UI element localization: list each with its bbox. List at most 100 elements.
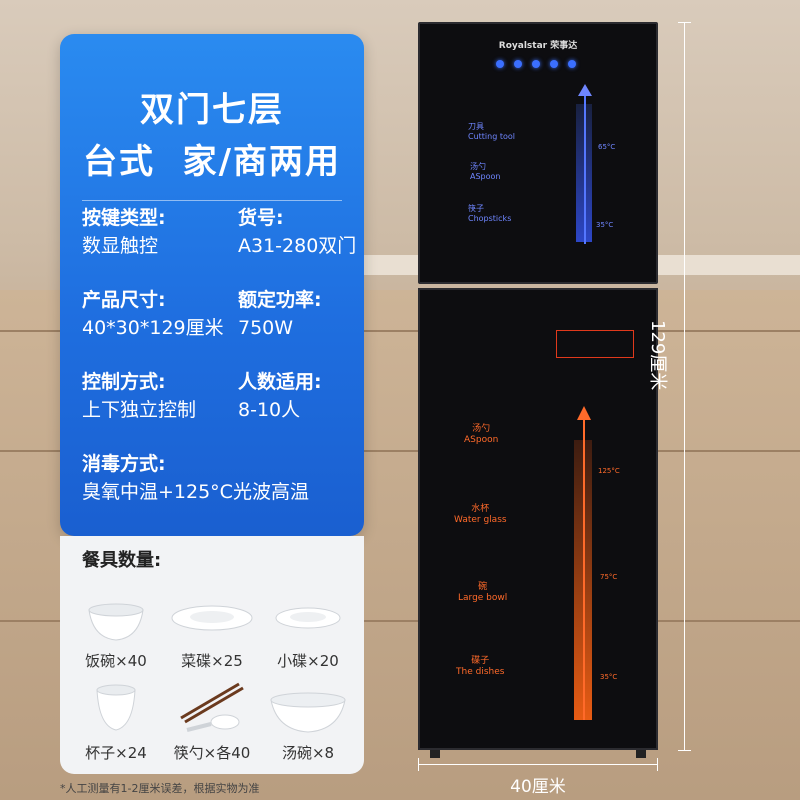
tableware-item: 菜碟×25 — [164, 586, 260, 671]
upper-glow-line — [584, 94, 586, 244]
label-en: Chopsticks — [468, 214, 512, 223]
cabinet-line — [0, 450, 800, 452]
temp-label: 75°C — [600, 573, 618, 581]
tableware-caption: 小碟×20 — [277, 652, 339, 670]
spec-label: 产品尺寸: — [82, 289, 166, 311]
label-en: Large bowl — [458, 593, 508, 603]
label-en: Water glass — [454, 515, 507, 525]
spec-label: 控制方式: — [82, 371, 166, 393]
lower-label: 碟子 The dishes — [456, 656, 504, 678]
upper-label: 汤勺 ASpoon — [470, 162, 501, 182]
disinfection-cabinet: Royalstar 荣事达 刀具 Cutting tool 汤勺 ASpoon … — [418, 22, 658, 758]
lower-label: 碗 Large bowl — [458, 582, 507, 604]
chopsticks-spoon-icon — [167, 678, 257, 738]
cup-icon — [71, 678, 161, 738]
cabinet-line — [0, 330, 800, 332]
headline-line1: 双门七层 — [140, 90, 284, 130]
label-en: The dishes — [456, 667, 505, 677]
tableware-item: 汤碗×8 — [260, 678, 356, 763]
upper-label: 筷子 Chopsticks — [468, 204, 511, 224]
label-cn: 碟子 — [471, 656, 490, 666]
tableware-caption: 汤碗×8 — [281, 744, 335, 762]
tableware-item: 筷勺×各40 — [164, 678, 260, 763]
touch-buttons — [496, 60, 576, 68]
spec-key-type: 按键类型: 数显触控 — [82, 204, 166, 260]
footnote: *人工测量有1-2厘米误差，根据实物为准 — [60, 782, 260, 795]
tableware-panel: 餐具数量: 饭碗×40 菜碟×25 小碟×20 杯子×24 筷勺×各40 汤碗× — [60, 536, 364, 774]
small-plate-icon — [263, 586, 353, 646]
dimension-tick — [418, 758, 419, 771]
lower-label: 汤勺 ASpoon — [464, 424, 498, 446]
spec-value: 750W — [238, 317, 294, 339]
cabinet-line — [0, 620, 800, 622]
spec-disinfection: 消毒方式: 臭氧中温+125°C光波高温 — [82, 450, 309, 506]
lower-label: 水杯 Water glass — [454, 504, 507, 526]
label-cn: 碗 — [478, 582, 488, 592]
label-cn: 汤勺 — [470, 162, 486, 171]
label-cn: 汤勺 — [472, 424, 491, 434]
touch-button-icon — [532, 60, 540, 68]
spec-model: 货号: A31-280双门 — [238, 204, 356, 260]
spec-people: 人数适用: 8-10人 — [238, 368, 322, 424]
spec-value: A31-280双门 — [238, 235, 357, 257]
lower-glow-line — [583, 418, 585, 720]
cabinet-foot — [636, 750, 646, 758]
tableware-title: 餐具数量: — [82, 550, 162, 571]
dish-plate-icon — [167, 586, 257, 646]
width-dimension-label: 40厘米 — [510, 777, 566, 797]
height-dimension-line — [684, 22, 685, 750]
tableware-item: 杯子×24 — [68, 678, 164, 763]
spec-value: 数显触控 — [82, 235, 159, 257]
label-en: ASpoon — [470, 172, 501, 181]
spec-panel: 双门七层 台式 家/商两用 按键类型: 数显触控 货号: A31-280双门 产… — [60, 34, 364, 536]
tableware-item: 小碟×20 — [260, 586, 356, 671]
tableware-caption: 菜碟×25 — [181, 652, 243, 670]
spec-value: 臭氧中温+125°C光波高温 — [82, 481, 309, 503]
tableware-caption: 筷勺×各40 — [173, 744, 251, 762]
height-dimension-label: 129厘米 — [647, 320, 668, 391]
touch-button-icon — [550, 60, 558, 68]
spec-value: 40*30*129厘米 — [82, 317, 224, 339]
arrow-up-icon — [577, 406, 591, 420]
divider — [82, 200, 342, 201]
label-en: ASpoon — [464, 435, 499, 445]
spec-power: 额定功率: 750W — [238, 286, 322, 342]
label-cn: 水杯 — [471, 504, 490, 514]
warning-label — [556, 330, 634, 358]
headline-line2: 台式 家/商两用 — [82, 142, 342, 182]
touch-button-icon — [514, 60, 522, 68]
lower-door: 汤勺 ASpoon 水杯 Water glass 碗 Large bowl 碟子… — [418, 288, 658, 750]
tableware-caption: 饭碗×40 — [85, 652, 147, 670]
spec-label: 人数适用: — [238, 371, 322, 393]
temp-label: 35°C — [600, 673, 618, 681]
spec-value: 上下独立控制 — [82, 399, 197, 421]
dimension-tick — [678, 22, 691, 23]
touch-button-icon — [496, 60, 504, 68]
dimension-tick — [678, 750, 691, 751]
spec-control: 控制方式: 上下独立控制 — [82, 368, 196, 424]
label-en: Cutting tool — [468, 132, 515, 141]
cabinet-foot — [430, 750, 440, 758]
temp-label: 65°C — [598, 143, 616, 151]
spec-label: 货号: — [238, 207, 284, 229]
spec-label: 按键类型: — [82, 207, 166, 229]
temp-label: 35°C — [596, 221, 614, 229]
spec-label: 消毒方式: — [82, 453, 166, 475]
spec-value: 8-10人 — [238, 399, 301, 421]
width-dimension-line — [418, 764, 658, 765]
rice-bowl-icon — [71, 586, 161, 646]
dimension-tick — [657, 758, 658, 771]
tableware-caption: 杯子×24 — [85, 744, 147, 762]
soup-bowl-icon — [263, 678, 353, 738]
label-cn: 筷子 — [468, 204, 484, 213]
label-cn: 刀具 — [468, 122, 484, 131]
spec-label: 额定功率: — [238, 289, 322, 311]
arrow-up-icon — [578, 84, 592, 96]
brand-logo: Royalstar 荣事达 — [498, 41, 578, 51]
touch-button-icon — [568, 60, 576, 68]
upper-label: 刀具 Cutting tool — [468, 122, 515, 142]
spec-size: 产品尺寸: 40*30*129厘米 — [82, 286, 224, 342]
upper-door: Royalstar 荣事达 刀具 Cutting tool 汤勺 ASpoon … — [418, 22, 658, 284]
temp-label: 125°C — [598, 467, 620, 475]
tableware-item: 饭碗×40 — [68, 586, 164, 671]
